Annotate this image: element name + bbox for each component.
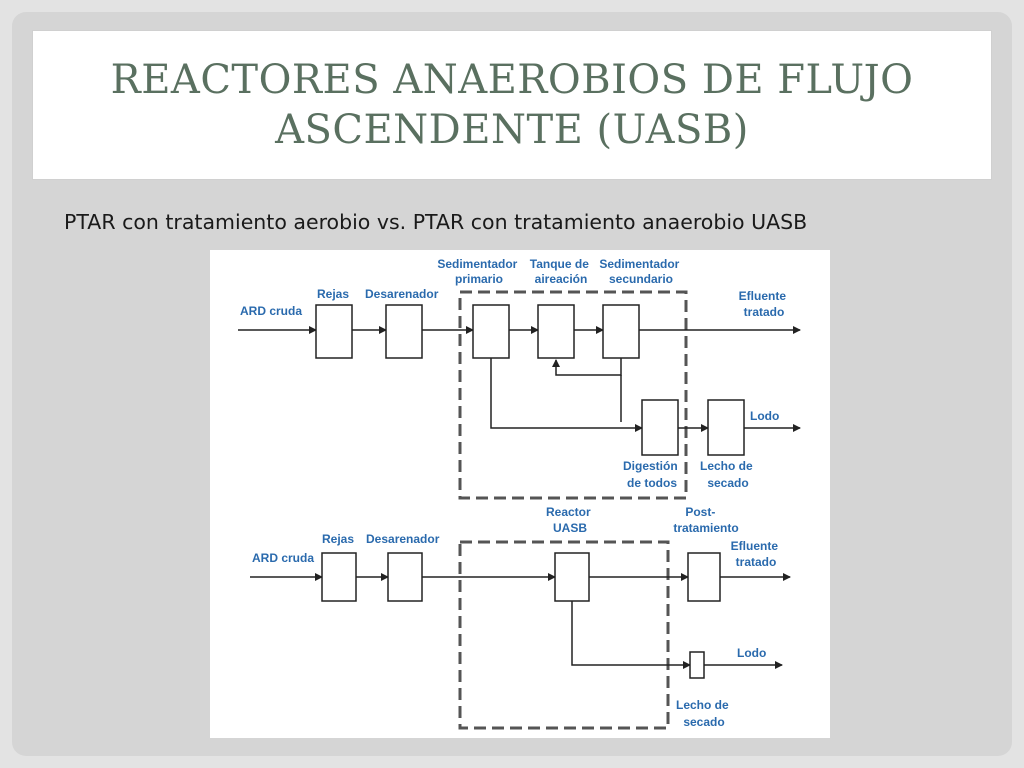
top-sludge-primary	[490, 358, 643, 432]
top-rejas-box	[315, 304, 353, 359]
bottom-desarenador-box	[387, 552, 423, 602]
bottom-label-efluente: Efluente tratado	[731, 539, 782, 569]
top-label-efluente: Efluente tratado	[739, 289, 790, 319]
bottom-label-reactor: Reactor UASB	[546, 505, 594, 535]
top-dashed-boundary	[458, 290, 688, 500]
top-label-rejas: Rejas	[317, 287, 349, 301]
process-diagram: ARD cruda Rejas Desarenador Sedimentador…	[210, 250, 830, 738]
top-recycle-line	[552, 358, 622, 376]
top-sed-secundario-box	[602, 304, 640, 359]
top-tanque-box	[537, 304, 575, 359]
top-lecho-box	[707, 399, 745, 456]
slide-subtitle: PTAR con tratamiento aerobio vs. PTAR co…	[64, 210, 808, 234]
top-label-lecho: Lecho de secado	[700, 459, 756, 490]
bottom-sludge-line	[571, 601, 691, 669]
top-label-digestion: Digestión de todos	[623, 459, 681, 490]
top-digestion-box	[641, 399, 679, 456]
top-label-sed-primario: Sedimentador primario	[437, 257, 520, 286]
bottom-post-box	[687, 552, 721, 602]
bottom-label-desarenador: Desarenador	[366, 532, 440, 546]
top-label-lodo: Lodo	[750, 409, 779, 423]
top-sed-primario-box	[472, 304, 510, 359]
top-desarenador-box	[385, 304, 423, 359]
bottom-label-post: Post- tratamiento	[673, 505, 738, 535]
bottom-reactor-box	[554, 552, 590, 602]
bottom-label-lodo: Lodo	[737, 646, 766, 660]
top-label-tanque: Tanque de aireación	[530, 257, 592, 286]
top-label-sed-secundario: Sedimentador secundario	[599, 257, 682, 286]
bottom-label-lecho: Lecho de secado	[676, 698, 732, 729]
bottom-label-input: ARD cruda	[252, 551, 314, 565]
diagram-svg: ARD cruda Rejas Desarenador Sedimentador…	[238, 257, 801, 730]
bottom-rejas-box	[321, 552, 357, 602]
title-box: REACTORES ANAEROBIOS DE FLUJO ASCENDENTE…	[32, 30, 992, 180]
slide-title: REACTORES ANAEROBIOS DE FLUJO ASCENDENTE…	[110, 57, 914, 153]
top-label-input: ARD cruda	[240, 304, 302, 318]
bottom-dashed-boundary	[458, 540, 670, 730]
top-label-desarenador: Desarenador	[365, 287, 439, 301]
bottom-lecho-box	[689, 651, 705, 679]
bottom-label-rejas: Rejas	[322, 532, 354, 546]
